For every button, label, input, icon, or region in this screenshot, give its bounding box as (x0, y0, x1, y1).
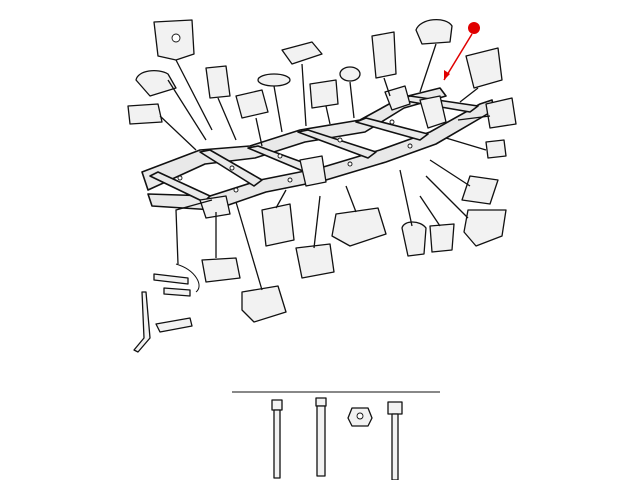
crossmember-front (149, 171, 211, 203)
small-bracket-left (127, 103, 163, 125)
fastener-strip (232, 391, 440, 480)
transmission-crossmember-bracket (299, 155, 327, 187)
bolt-1 (153, 273, 189, 285)
tall-gusset (261, 203, 295, 247)
bottom-left-bracket (201, 257, 241, 283)
crossmember-5 (355, 117, 429, 141)
callout-arrow-line (443, 33, 473, 81)
leader-lines-bottom (175, 159, 471, 291)
tall-bracket (371, 31, 397, 79)
skid-bracket-center (331, 207, 387, 247)
body-mount-cushion-right (415, 19, 453, 45)
bolt-arc (175, 263, 200, 293)
bent-rod (133, 291, 151, 353)
red-callout (443, 22, 480, 81)
crossmember-4 (297, 129, 377, 159)
front-crossmember-bracket (199, 195, 231, 219)
vehicle-frame (141, 85, 495, 219)
body-mount-cushion-left (135, 69, 177, 97)
body-mount-bracket-rear (384, 85, 411, 111)
callout-arrowhead (444, 70, 450, 80)
bracket-center-left (295, 243, 335, 279)
mount-bracket-center-left (205, 65, 231, 99)
leader-lines-top (159, 43, 491, 151)
oval-gasket (257, 73, 291, 87)
spring-bracket-left (235, 89, 269, 119)
round-cushion (339, 66, 361, 82)
spring-hanger-rear (419, 95, 447, 129)
parts-bottom (201, 175, 507, 323)
long-bolt-1 (271, 399, 283, 479)
frame-holes (177, 119, 413, 193)
bolt-3 (155, 317, 193, 333)
spring-bracket-center-right (401, 221, 427, 257)
mount-bracket-right-2 (429, 223, 455, 253)
bolt-2 (163, 287, 191, 297)
cylinder-bushing (461, 175, 499, 205)
plate-bracket (281, 41, 323, 65)
mount-block (309, 79, 339, 109)
bolt-group-lower-left (133, 263, 200, 353)
rear-small-bracket (485, 97, 517, 129)
stud (315, 397, 327, 477)
callout-dot (468, 22, 480, 34)
large-gusset-bottom (241, 285, 287, 323)
parts-top (127, 19, 517, 159)
hex-nut (347, 407, 373, 427)
square-plate (485, 139, 507, 159)
long-bolt-2 (387, 401, 403, 480)
rear-body-mount-bracket (465, 47, 503, 89)
large-mount-bracket-right (463, 209, 507, 247)
